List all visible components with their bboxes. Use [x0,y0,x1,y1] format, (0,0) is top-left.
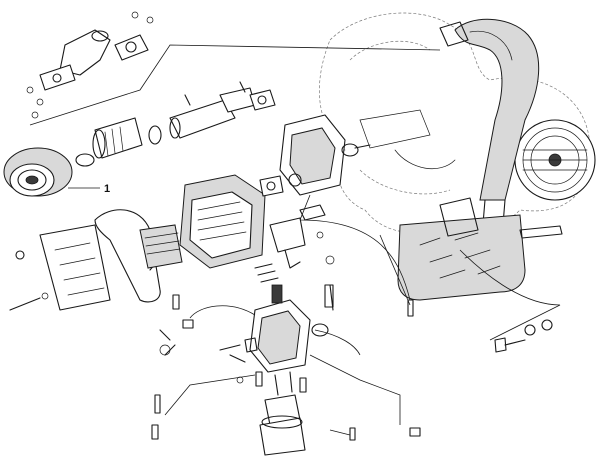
callout-1: 1 [104,183,110,195]
carburettor-lower [219,284,334,373]
flywheel-fan [514,119,596,201]
gasket-and-baseplate [9,209,183,356]
float-bowl [236,371,307,456]
intake-manifold [26,11,441,126]
carburettor-upper [259,114,411,301]
throttle-linkage [254,204,335,283]
leader-lines [164,234,561,436]
fasteners [151,294,553,441]
intake-tube-assembly [75,81,276,167]
air-filter-cover [3,147,100,197]
